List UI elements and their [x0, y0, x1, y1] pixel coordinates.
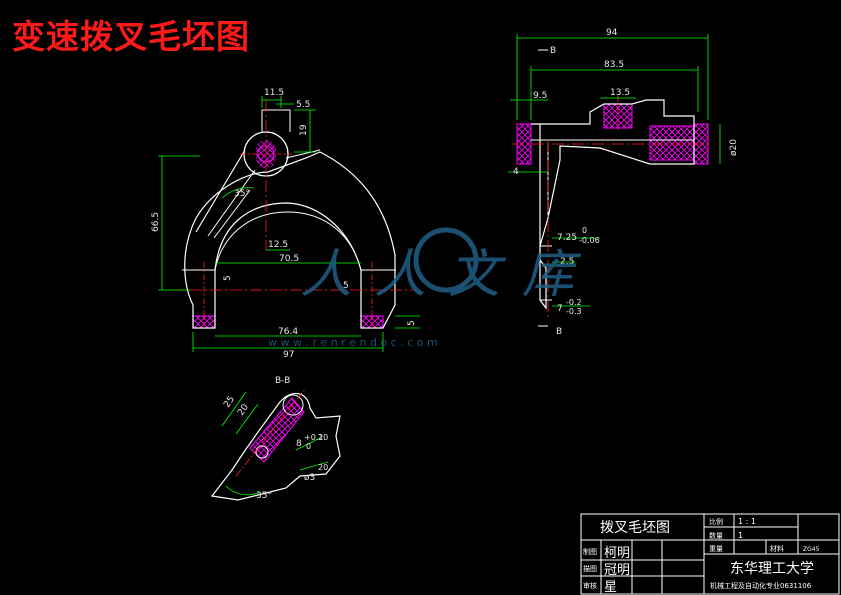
dim-70-5: 70.5 [279, 254, 299, 264]
hub-boss [261, 109, 291, 132]
section-boss-circle [282, 394, 304, 416]
section-mark-top: B [550, 46, 556, 56]
tb-weight-label: 重量 [709, 545, 723, 553]
fork-outer-outline [184, 151, 396, 329]
title-block-text: 拨叉毛坯图 比例 1 : 1 数量 1 重量 材料 ZG45 制图 柯明 描图 … [583, 517, 820, 595]
dim-2-5: 2.5 [560, 257, 574, 267]
section-centerline [235, 387, 307, 477]
tb-material-label: 材料 [770, 544, 784, 553]
tb-designer-name: 柯明 [604, 546, 630, 561]
tb-checker-name: 星 [604, 580, 617, 595]
dim-5-mid: 5 [343, 281, 349, 291]
dim-dia-20: ø20 [729, 139, 739, 156]
dim-13-5: 13.5 [610, 88, 630, 98]
section-dim-20b: 20 [318, 463, 328, 472]
fork-arm-diagonal-2 [207, 169, 256, 237]
dim-7-25: 7.25 [557, 233, 577, 243]
section-mark-bottom: B [556, 327, 562, 337]
dim-7: 7 [557, 304, 563, 314]
tb-qty-value: 1 [738, 531, 743, 540]
section-dim-20a: 20 [318, 433, 328, 442]
fork-right-shoulder [285, 149, 321, 159]
dim-12-5: 12.5 [268, 240, 288, 250]
dim-94: 94 [606, 28, 618, 38]
title-block [580, 513, 840, 595]
front-view: 11.5 5.5 19 66.5 35° 12.5 70.5 5 5 5 76.… [151, 88, 420, 360]
tb-designer-label: 制图 [583, 547, 597, 556]
tb-checker-label: 审核 [583, 581, 597, 590]
tb-qty-label: 数量 [709, 531, 723, 540]
section-view: B-B 25 20 8 +0.1 0 20 20 ø3 35° [210, 376, 341, 501]
tb-scale-label: 比例 [709, 517, 723, 526]
section-dim-35-deg: 35° [256, 491, 272, 501]
tb-material-value: ZG45 [803, 546, 820, 553]
tb-drawer-name: 冠明 [604, 563, 630, 578]
dim-66-5: 66.5 [151, 212, 161, 232]
side-inner-hatch [649, 125, 695, 161]
dim-5-5: 5.5 [296, 100, 310, 110]
section-dim-8: 8 [296, 439, 302, 449]
fork-inner-arc [214, 211, 362, 271]
section-dim-8-tol-lower: 0 [306, 442, 311, 451]
dim-5-right: 5 [407, 320, 417, 326]
section-hole-circle [255, 445, 269, 459]
dim-7-tol-lower: -0.3 [566, 307, 582, 316]
dim-83-5: 83.5 [604, 60, 624, 70]
watermark-logo-ring [413, 227, 479, 293]
side-view: B B 94 83.5 9.5 13.5 4 ø20 7.25 0 -0.06 … [508, 28, 739, 337]
dim-9-5: 9.5 [533, 91, 547, 101]
section-label: B-B [275, 376, 290, 386]
watermark-text: 人人文库 [300, 245, 596, 305]
tb-school: 东华理工大学 [730, 561, 814, 577]
dim-11-5: 11.5 [264, 88, 284, 98]
fork-arm-diagonal-3 [213, 189, 251, 239]
page-title: 变速拨叉毛坯图 [12, 17, 250, 56]
section-dim-20: 20 [236, 402, 251, 417]
section-dim-8-tol-upper: +0.1 [304, 433, 323, 442]
tb-drawer-label: 描图 [583, 564, 597, 573]
tb-part-name: 拨叉毛坯图 [600, 520, 670, 536]
dim-4: 4 [513, 167, 519, 177]
tb-scale-value: 1 : 1 [738, 517, 756, 526]
dim-7-25-tol-lower: -0.06 [579, 236, 600, 245]
watermark-url: w w w . r e n r e n d o c . c o m [268, 336, 438, 349]
dim-7-25-tol-upper: 0 [582, 226, 587, 235]
section-outline [210, 392, 341, 501]
dim-35-deg: 35° [234, 189, 250, 199]
dim-5-left: 5 [223, 275, 233, 281]
section-dim-dia-3: ø3 [304, 473, 315, 483]
fork-arm-diagonal-1 [195, 149, 246, 233]
dim-19: 19 [299, 124, 309, 136]
dim-76-4: 76.4 [278, 327, 298, 337]
tb-major: 机械工程及自动化专业0631106 [710, 581, 812, 590]
watermark: 人人文库 w w w . r e n r e n d o c . c o m [268, 227, 596, 349]
section-rib-hatch [249, 397, 305, 463]
dim-7-tol-upper: -0.2 [566, 298, 582, 307]
dim-97: 97 [283, 350, 294, 360]
